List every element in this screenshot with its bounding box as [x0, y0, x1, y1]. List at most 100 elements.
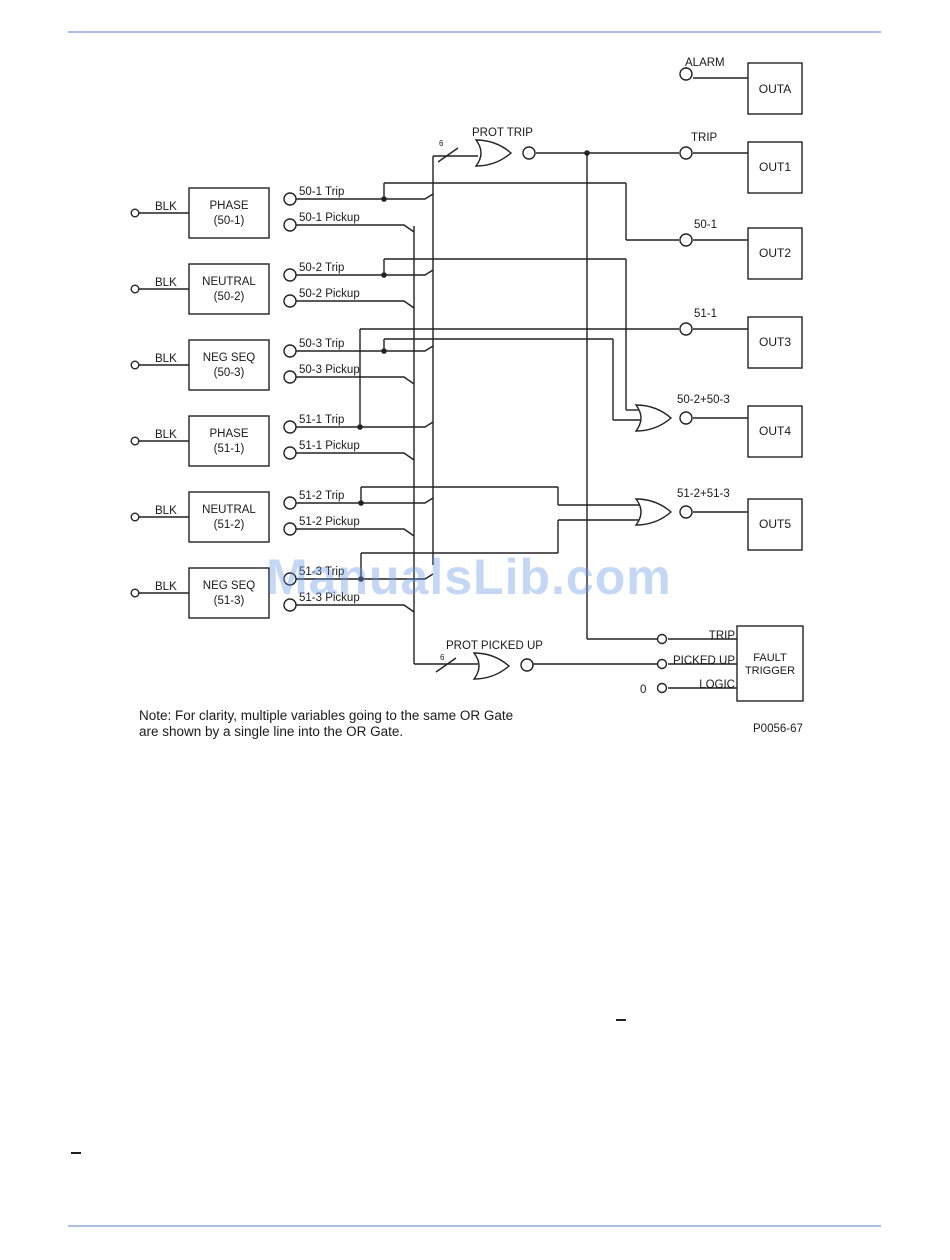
pickup-output-label: 51-3 Pickup: [299, 592, 360, 604]
prot-picked-up-bus-count: 6: [440, 653, 445, 662]
fault-logic-terminal: [656, 682, 668, 694]
trip-output-label: 50-3 Trip: [299, 338, 344, 350]
block-name: PHASE: [210, 200, 249, 212]
blk-label: BLK: [155, 505, 177, 517]
pickup-wire: [296, 528, 415, 537]
block-element: (51-2): [214, 519, 245, 531]
trip-terminal: [679, 146, 693, 160]
block-element: (50-3): [214, 367, 245, 379]
blk-label: BLK: [155, 353, 177, 365]
prot-picked-up-label: PROT PICKED UP: [446, 640, 543, 652]
protection-block-4: BLK PHASE (51-1) 51-1 Trip 51-1 Pickup: [130, 414, 434, 467]
block-name: NEG SEQ: [203, 580, 255, 592]
out1-label: OUT1: [759, 160, 791, 174]
header-rule: [68, 31, 881, 33]
blk-terminal: [130, 360, 140, 370]
blk-label: BLK: [155, 581, 177, 593]
fault-trip-terminal: [656, 633, 668, 645]
pickup-output-terminal: [283, 446, 297, 460]
outa-label: OUTA: [759, 82, 791, 96]
block-box: [188, 187, 270, 239]
diagram-note: Note: For clarity, multiple variables go…: [139, 708, 513, 740]
trip-label: TRIP: [691, 132, 718, 144]
trip-wire: [296, 573, 434, 580]
out4-signal-label: 50-2+50-3: [677, 394, 730, 406]
out2-box: OUT2: [747, 227, 803, 280]
blk-terminal: [130, 436, 140, 446]
out5-box: OUT5: [747, 498, 803, 551]
trip-wire: [296, 345, 434, 352]
outa-box: OUTA: [747, 62, 803, 115]
fault-pickup-terminal: [656, 658, 668, 670]
block-name: PHASE: [210, 428, 249, 440]
pickup-output-terminal: [283, 522, 297, 536]
block-box: [188, 415, 270, 467]
block-box: [188, 567, 270, 619]
out2-signal-label: 50-1: [694, 219, 717, 231]
trip-wire: [296, 193, 434, 200]
pickup-wire: [296, 300, 415, 309]
trip-output-terminal: [283, 496, 297, 510]
trip-output-terminal: [283, 420, 297, 434]
block-element: (51-1): [214, 443, 245, 455]
watermark: ManualsLib.com: [266, 549, 672, 605]
fault-logic-input-label: LOGIC: [699, 679, 735, 691]
block-box: [188, 491, 270, 543]
block-element: (50-2): [214, 291, 245, 303]
trip-output-label: 50-1 Trip: [299, 186, 344, 198]
alarm-terminal: [679, 67, 693, 81]
fault-trigger-title2: TRIGGER: [745, 665, 795, 677]
out2-terminal: [679, 233, 693, 247]
blk-label: BLK: [155, 429, 177, 441]
trip-wire: [296, 497, 434, 504]
block-box: [188, 263, 270, 315]
alarm-label: ALARM: [685, 57, 725, 69]
out4-box: OUT4: [747, 405, 803, 458]
prot-trip-label: PROT TRIP: [472, 127, 533, 139]
pickup-wire: [296, 604, 415, 613]
blk-label: BLK: [155, 201, 177, 213]
note-line-1: Note: For clarity, multiple variables go…: [139, 708, 514, 723]
fault-pickup-input-label: PICKED UP: [673, 655, 735, 667]
out4-label: OUT4: [759, 424, 791, 438]
blk-terminal: [130, 512, 140, 522]
pickup-output-terminal: [283, 370, 297, 384]
trip-wire: [296, 421, 434, 428]
block-name: NEUTRAL: [202, 504, 256, 516]
trip-junction-dot: [584, 150, 590, 156]
out4-or-gate: [634, 404, 693, 432]
trip-output-label: 50-2 Trip: [299, 262, 344, 274]
stray-dash: [616, 1019, 626, 1021]
pickup-output-label: 50-2 Pickup: [299, 288, 360, 300]
block-name: NEG SEQ: [203, 352, 255, 364]
pickup-wire: [296, 452, 415, 461]
protection-block-2: BLK NEUTRAL (50-2) 50-2 Trip 50-2 Pickup: [130, 262, 434, 315]
trip-wire: [296, 269, 434, 276]
out5-label: OUT5: [759, 517, 791, 531]
trip-output-terminal: [283, 268, 297, 282]
pickup-output-label: 51-1 Pickup: [299, 440, 360, 452]
out5-signal-label: 51-2+51-3: [677, 488, 730, 500]
pickup-wire: [296, 376, 415, 385]
out2-label: OUT2: [759, 246, 791, 260]
out1-box: OUT1: [747, 141, 803, 194]
block-element: (51-3): [214, 595, 245, 607]
trip-output-label: 51-2 Trip: [299, 490, 344, 502]
protection-block-6: BLK NEG SEQ (51-3) 51-3 Trip 51-3 Pickup: [130, 566, 434, 619]
prot-picked-up-or-gate: [472, 652, 534, 680]
out3-signal-label: 51-1: [694, 308, 717, 320]
trip-output-terminal: [283, 344, 297, 358]
trip-output-label: 51-3 Trip: [299, 566, 344, 578]
block-name: NEUTRAL: [202, 276, 256, 288]
blk-terminal: [130, 588, 140, 598]
pickup-wire: [296, 224, 415, 233]
out3-label: OUT3: [759, 335, 791, 349]
trip-output-terminal: [283, 192, 297, 206]
blk-label: BLK: [155, 277, 177, 289]
prot-trip-or-gate: [474, 139, 536, 167]
trip-output-label: 51-1 Trip: [299, 414, 344, 426]
block-element: (50-1): [214, 215, 245, 227]
fault-trigger-box: FAULT TRIGGER: [736, 625, 804, 702]
